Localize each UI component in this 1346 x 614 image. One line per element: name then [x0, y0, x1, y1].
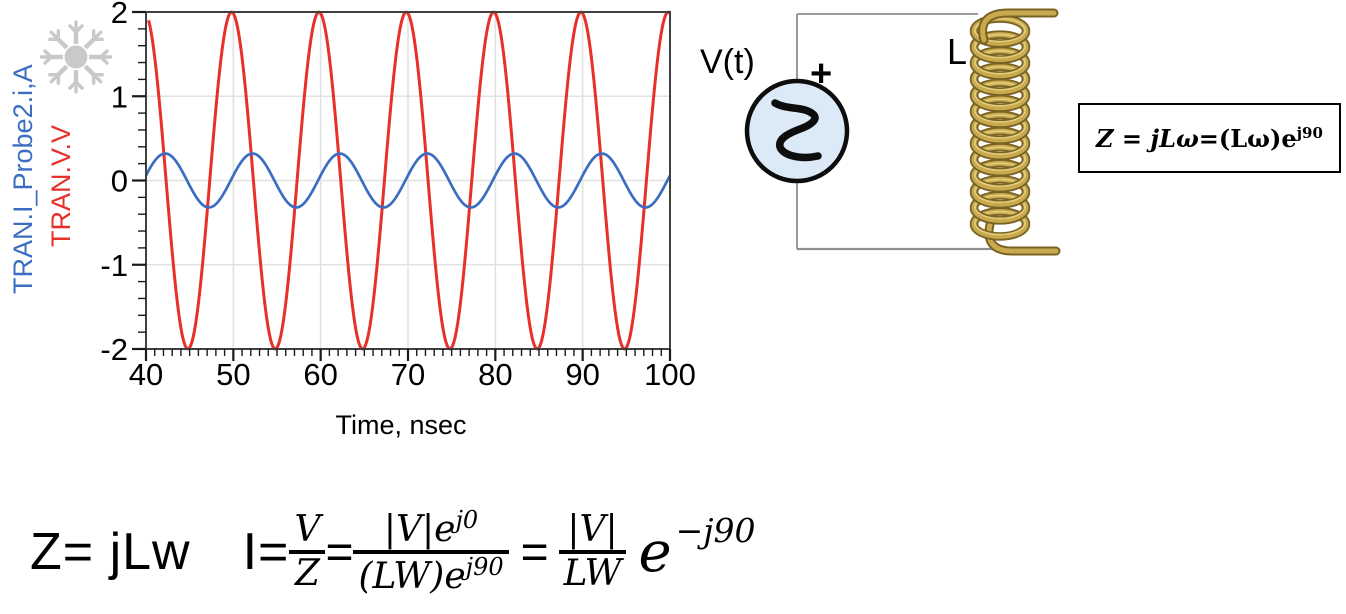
x-tick-label: 70 — [391, 357, 425, 392]
axis-tick-labels: 40 50 60 70 80 90 100 2 1 0 -1 -2 — [100, 0, 695, 392]
plus-sign: + — [810, 53, 832, 95]
waveform-chart: 40 50 60 70 80 90 100 2 1 0 -1 -2 Time, nsec — [100, 0, 695, 440]
circuit-diagram: V(t) + L — [700, 8, 1061, 256]
eq-frac2-den: (LW)ej90 — [358, 552, 504, 597]
fraction-bar — [353, 550, 509, 554]
x-axis-title: Time, nsec — [335, 410, 466, 440]
eq-frac-v-over-z: V Z — [289, 508, 326, 594]
y-tick-label: -1 — [100, 248, 128, 283]
fraction-bar — [558, 550, 627, 554]
y-tick-label: -2 — [100, 332, 128, 367]
source-label: V(t) — [700, 43, 755, 81]
eq-i-equals: I= — [242, 523, 290, 581]
eq-frac-magnitude: |V| LW — [558, 508, 627, 594]
snowflake-icon — [40, 20, 112, 94]
eq-equals-1: = — [325, 525, 354, 579]
current-trace — [144, 152, 672, 209]
inductor-label: L — [947, 31, 967, 72]
impedance-eq-sup: j90 — [1296, 123, 1323, 142]
eq-lhs: Z= jLw — [30, 523, 191, 581]
chart-gridlines — [146, 12, 670, 349]
eq-euler-exponent: −j90 — [675, 510, 756, 550]
eq-frac3-den: LW — [563, 552, 622, 594]
impedance-eq-upright: =(Lω)e — [1198, 123, 1297, 153]
x-tick-label: 100 — [644, 357, 696, 392]
axis-ticks — [132, 10, 672, 361]
eq-equals-2: = — [520, 525, 549, 579]
eq-frac2-num: |V|ej0 — [383, 505, 479, 550]
current-derivation-equation: Z= jLw I= V Z = |V|ej0 (LW)ej90 = |V| LW… — [30, 472, 755, 614]
y-tick-label: 0 — [111, 164, 128, 199]
eq-euler-e: e — [638, 519, 672, 585]
x-tick-label: 90 — [565, 357, 599, 392]
impedance-equation: Z = jLω=(Lω)ej90 — [1096, 124, 1323, 153]
y-axis-label-current: TRAN.I_Probe2.i,A — [8, 64, 38, 294]
impedance-eq-italic: Z = jLω — [1096, 123, 1199, 153]
eq-frac-phasor: |V|ej0 (LW)ej90 — [353, 505, 509, 597]
eq-frac1-num: V — [294, 508, 321, 550]
x-tick-label: 60 — [303, 357, 337, 392]
y-axis-label-voltage: TRAN.V.V — [46, 124, 76, 247]
x-tick-label: 40 — [129, 357, 163, 392]
inductor-coil — [969, 8, 1061, 256]
x-tick-label: 80 — [478, 357, 512, 392]
eq-frac3-num: |V| — [567, 508, 618, 550]
voltage-trace — [147, 10, 672, 351]
x-tick-label: 50 — [216, 357, 250, 392]
chart-traces — [144, 10, 672, 351]
y-tick-label: 2 — [111, 0, 128, 30]
impedance-equation-box: Z = jLω=(Lω)ej90 — [1078, 103, 1341, 173]
eq-frac1-den: Z — [294, 552, 320, 594]
ac-source-sine-icon — [771, 99, 822, 162]
y-tick-label: 1 — [111, 79, 128, 114]
fraction-bar — [289, 550, 326, 554]
